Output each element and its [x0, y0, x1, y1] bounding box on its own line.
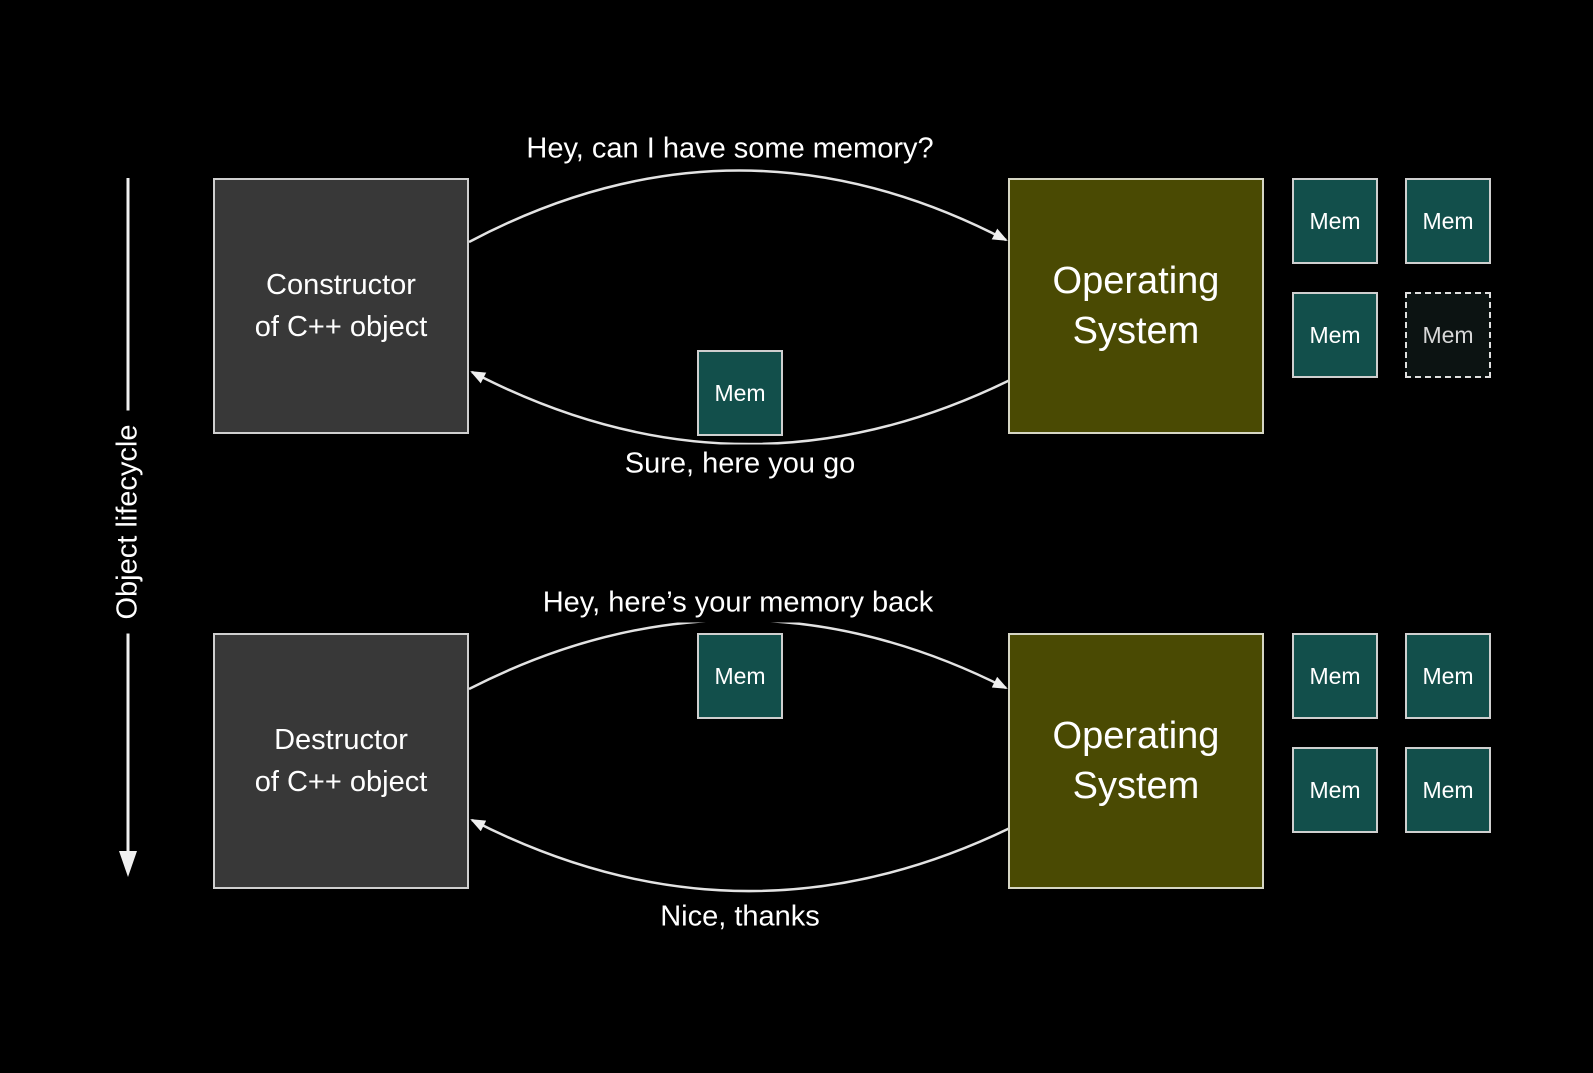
return-memory-label: Hey, here’s your memory back	[532, 583, 944, 623]
mem-chip: Mem	[1292, 633, 1378, 719]
mem-chip-label: Mem	[1422, 321, 1474, 348]
os-bottom-label-line1: Operating	[1052, 714, 1220, 757]
lifecycle-axis-label: Object lifecycle	[105, 410, 151, 634]
os-bottom-label-line2: System	[1072, 765, 1200, 807]
mem-chip: Mem	[1292, 292, 1378, 378]
mem-chip: Mem	[1405, 747, 1491, 833]
destructor-label-line1: Destructor	[274, 723, 408, 756]
os-top-label-line1: Operating	[1052, 259, 1220, 302]
mem-chip-label: Mem	[714, 379, 766, 406]
os-top-label-line2: System	[1072, 310, 1200, 352]
grant-memory-label: Sure, here you go	[614, 444, 866, 484]
mem-chip-label: Mem	[714, 662, 766, 689]
lifecycle-axis-arrowhead	[119, 851, 137, 877]
mem-chip-label: Mem	[1309, 321, 1361, 348]
mem-chip-label: Mem	[1309, 776, 1361, 803]
mem-chip: Mem	[1292, 747, 1378, 833]
mem-chip-label: Mem	[1422, 662, 1474, 689]
mem-chip-label: Mem	[1309, 662, 1361, 689]
mem-chip: Mem	[1405, 178, 1491, 264]
request-memory-arrow	[468, 169, 1008, 244]
mem-chip-transfer-bottom: Mem	[697, 633, 783, 719]
constructor-box: Constructor of C++ object	[213, 178, 469, 434]
thanks-label: Nice, thanks	[650, 897, 830, 937]
grant-memory-arrow	[470, 370, 1011, 446]
mem-chip-label: Mem	[1309, 207, 1361, 234]
mem-chip: Mem	[1292, 178, 1378, 264]
mem-chip-allocated-placeholder: Mem	[1405, 292, 1491, 378]
request-memory-label: Hey, can I have some memory?	[516, 129, 944, 169]
mem-chip-transfer-top: Mem	[697, 350, 783, 436]
constructor-label-line1: Constructor	[266, 268, 416, 301]
mem-chip: Mem	[1405, 633, 1491, 719]
destructor-label-line2: of C++ object	[254, 766, 428, 798]
mem-chip-label: Mem	[1422, 207, 1474, 234]
thanks-arrow	[470, 818, 1011, 893]
constructor-label-line2: of C++ object	[254, 311, 428, 343]
mem-chip-label: Mem	[1422, 776, 1474, 803]
os-box-bottom: Operating System	[1008, 633, 1264, 889]
destructor-box: Destructor of C++ object	[213, 633, 469, 889]
os-box-top: Operating System	[1008, 178, 1264, 434]
